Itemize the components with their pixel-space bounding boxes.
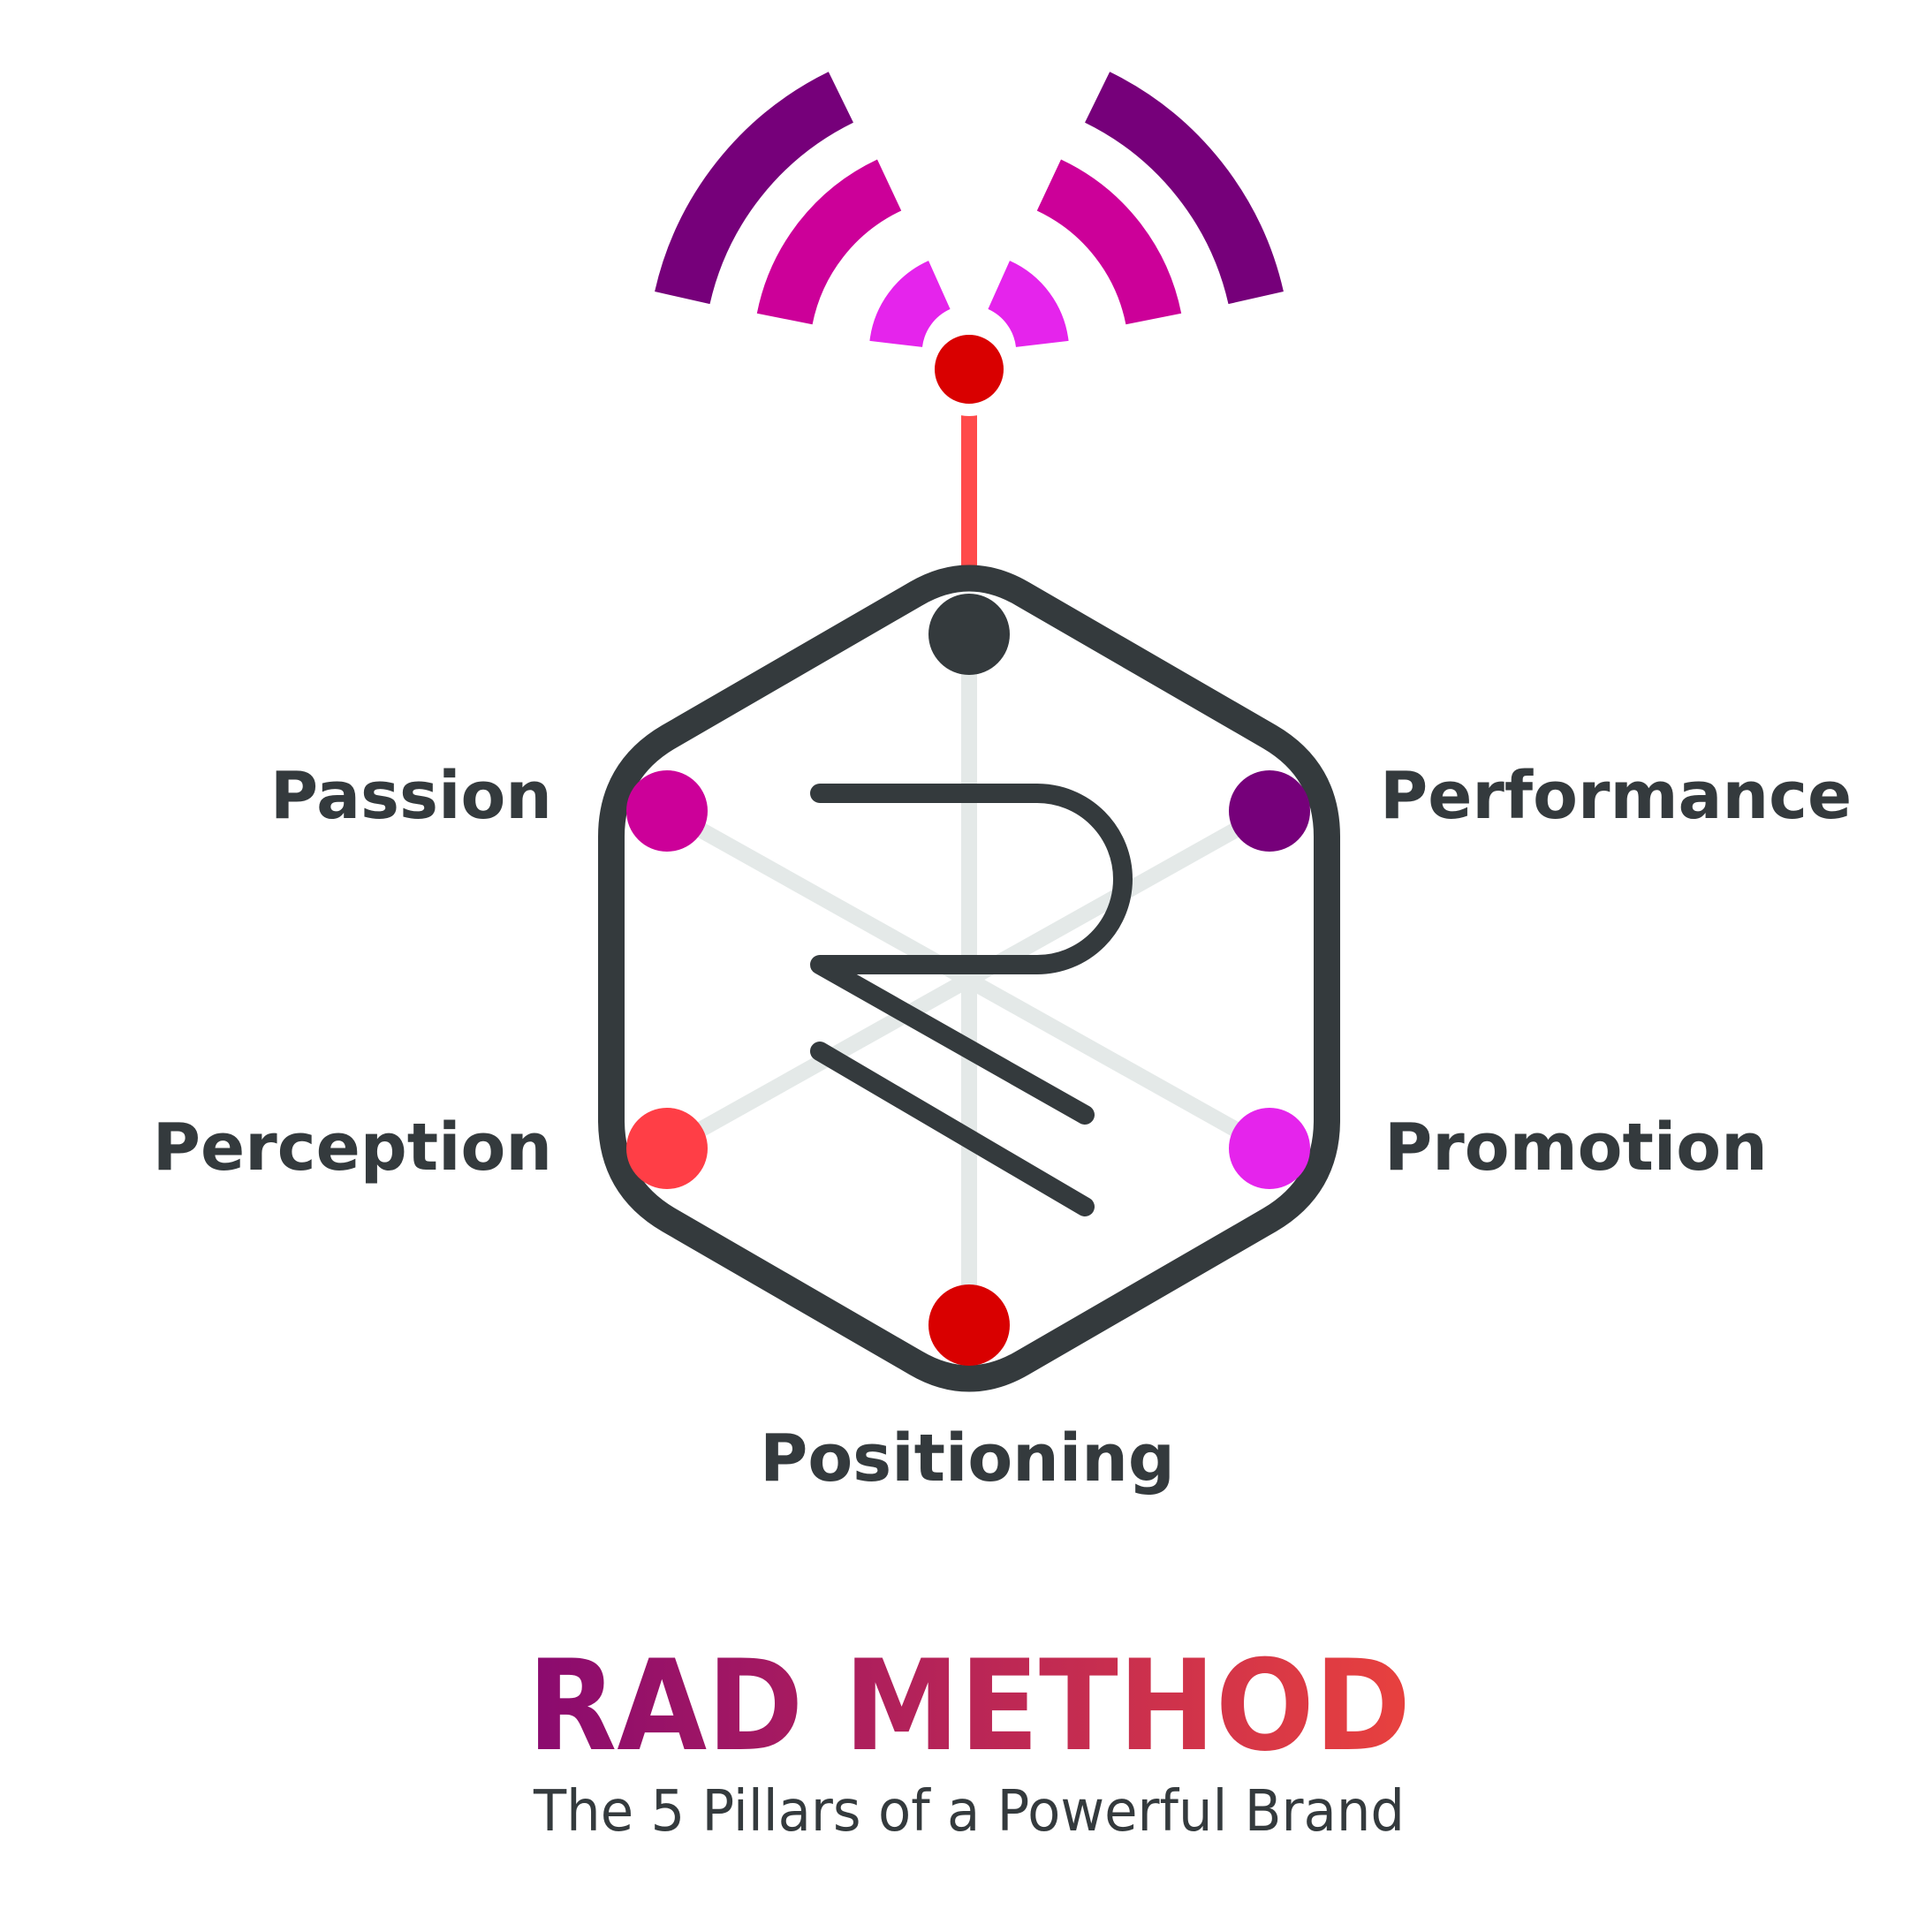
pillar-label-performance: Performance: [1380, 758, 1852, 834]
pillar-node-promotion: [1229, 1108, 1310, 1189]
signal-wave-inner-right: [987, 261, 1069, 349]
signal-wave-inner-left: [869, 261, 951, 349]
signal-wave-outer-left: [655, 72, 854, 305]
pillar-node-passion: [626, 770, 708, 852]
r-leg-stroke: [810, 1042, 1095, 1216]
brand-title: RAD METHOD: [527, 1633, 1411, 1779]
top-node: [922, 322, 1016, 416]
center-node: [928, 594, 1010, 675]
signal-wave-middle-right: [1036, 159, 1182, 325]
r-monogram-icon: [810, 784, 1133, 1216]
brand-subtitle: The 5 Pillars of a Powerful Brand: [533, 1779, 1405, 1845]
pillar-label-promotion: Promotion: [1384, 1110, 1768, 1186]
hexagon-outline: [598, 564, 1340, 1392]
pillar-node-perception: [626, 1108, 708, 1189]
pillar-label-perception: Perception: [153, 1110, 552, 1186]
pillar-node-positioning: [928, 1284, 1010, 1366]
r-bowl-stroke: [810, 784, 1133, 1125]
signal-wave-middle-left: [756, 159, 902, 325]
pillar-label-passion: Passion: [270, 758, 552, 834]
spokes: [663, 634, 1274, 1325]
signal-wave-outer-right: [1084, 72, 1284, 305]
spoke-perception-performance: [663, 804, 1274, 1155]
pillar-label-positioning: Positioning: [760, 1421, 1175, 1496]
pillar-node-performance: [1229, 770, 1310, 852]
wifi-signal-icon: [655, 72, 1284, 349]
